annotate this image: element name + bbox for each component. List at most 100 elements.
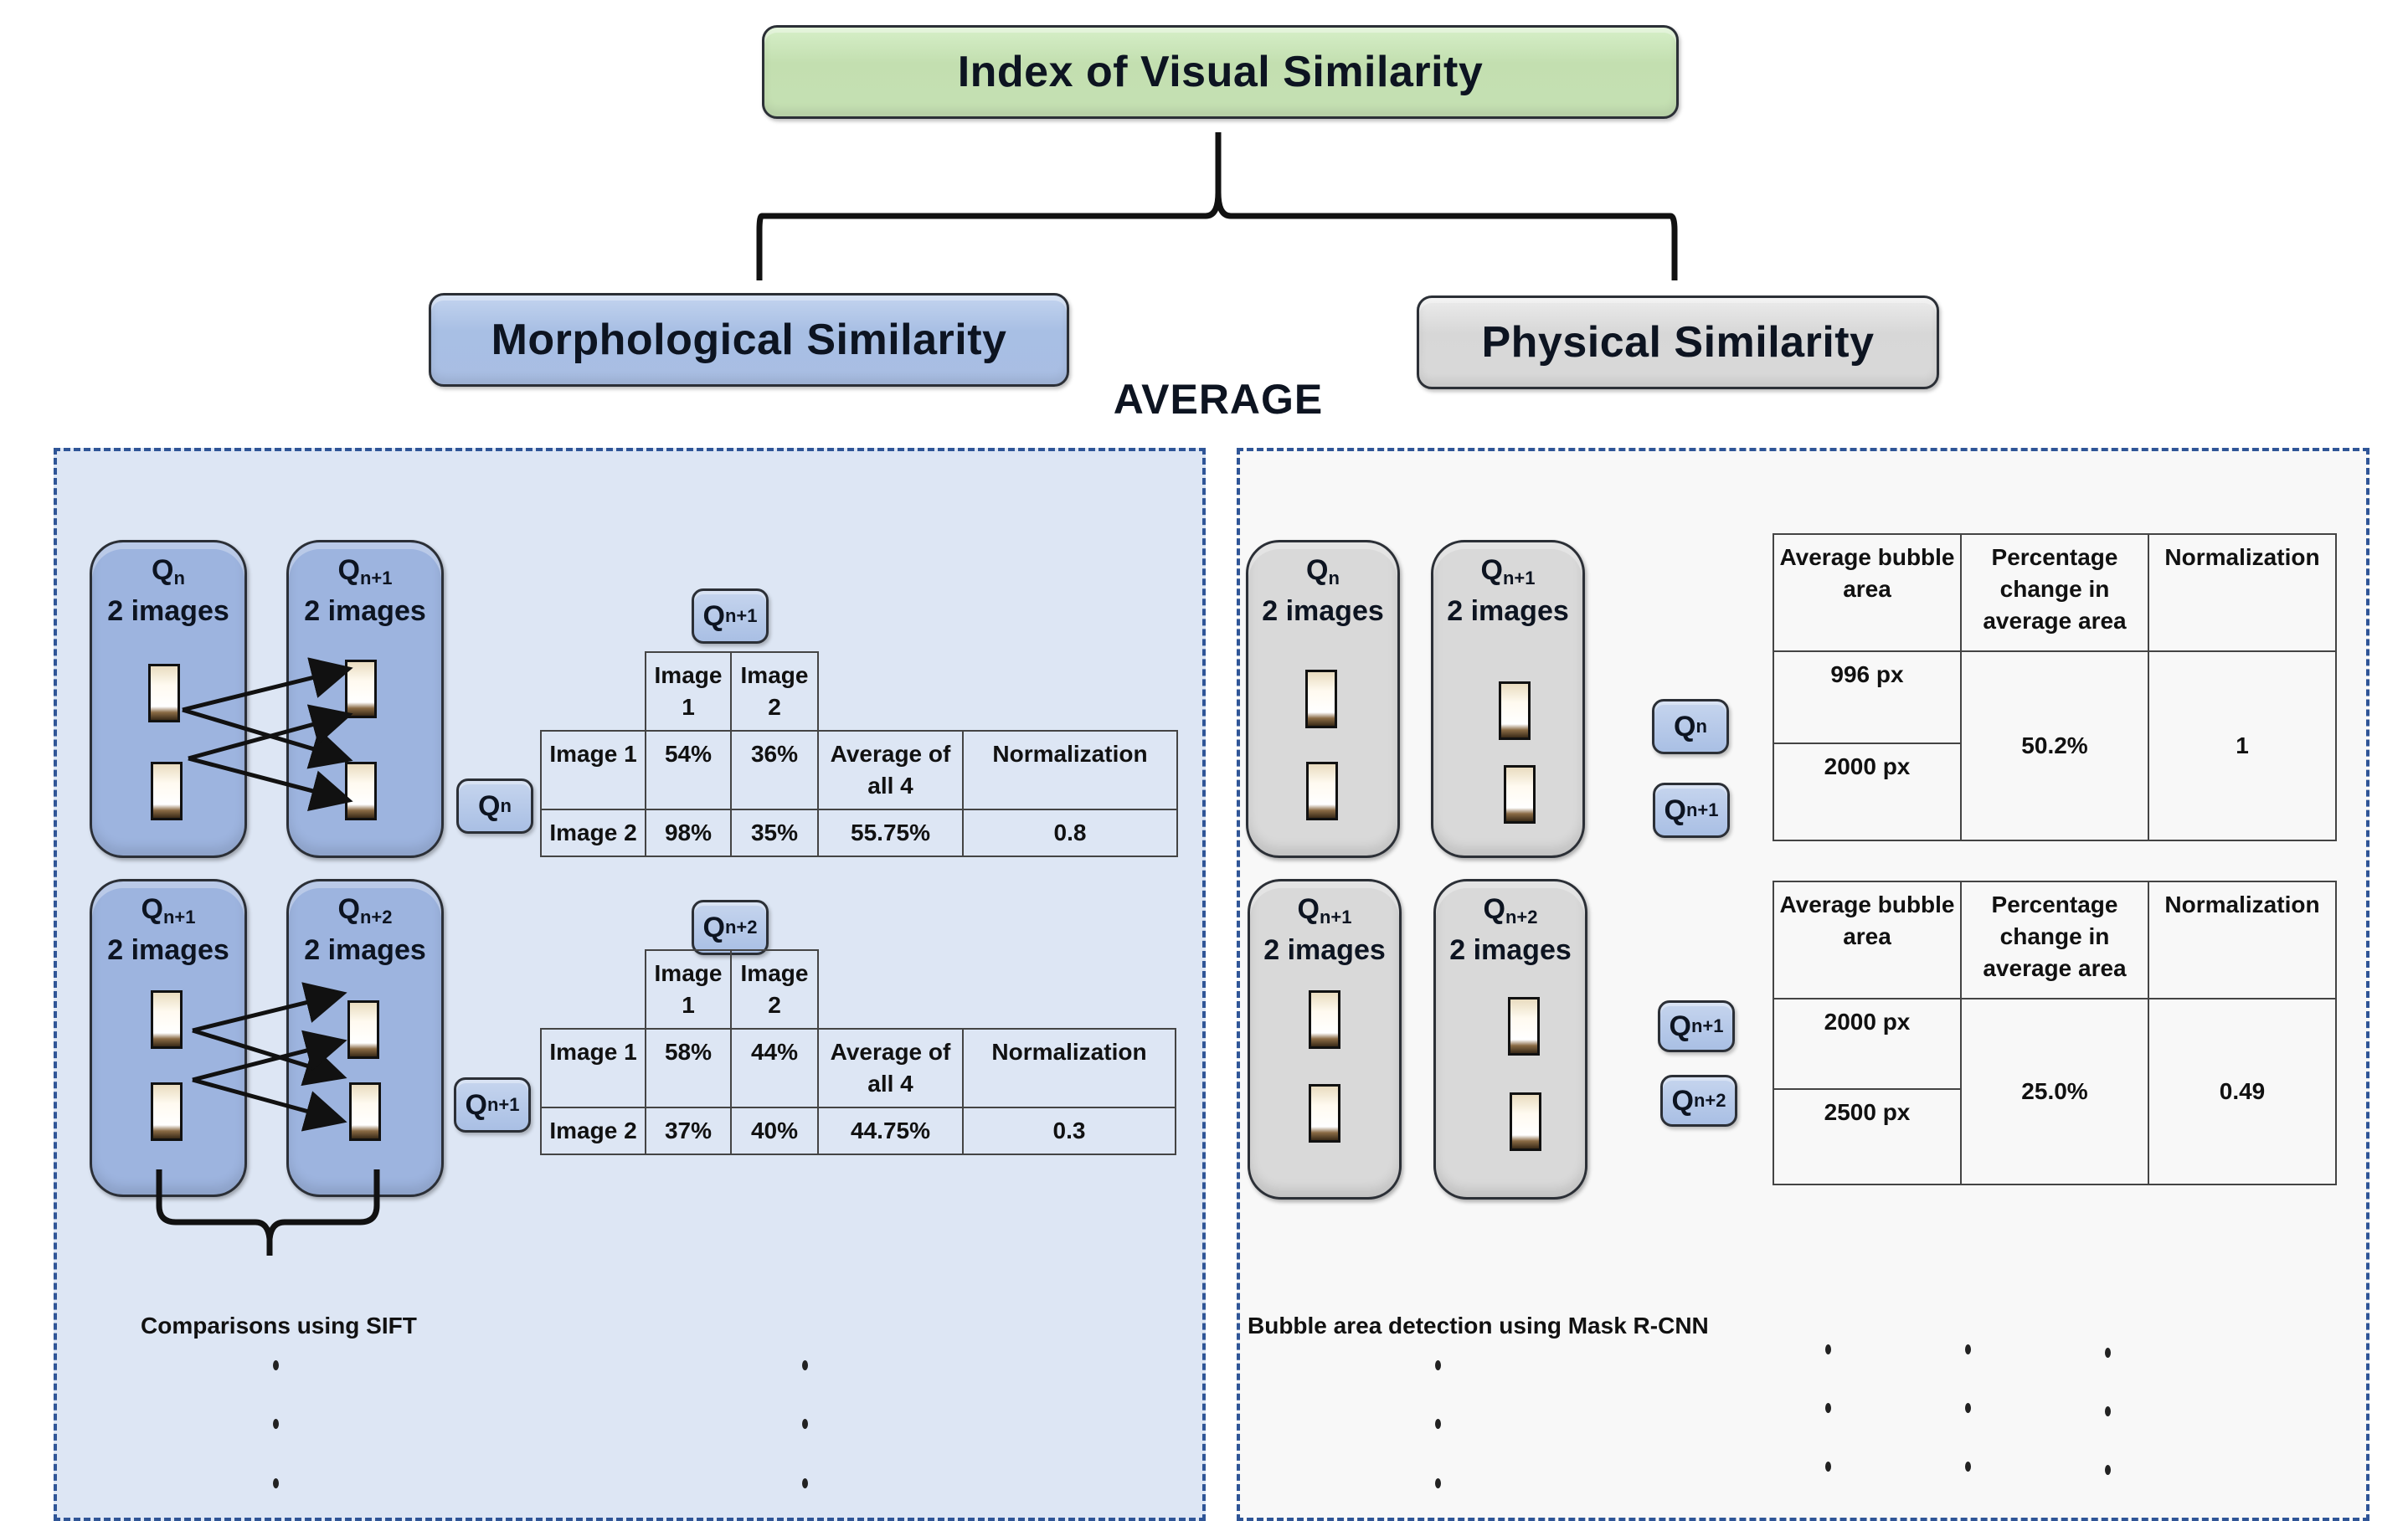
morphological-label: Morphological Similarity	[491, 316, 1007, 364]
cell: 58%	[645, 1028, 732, 1108]
arrow	[188, 704, 353, 761]
cell: 54%	[645, 730, 732, 810]
avg-area-header: Average bubble area	[1773, 881, 1962, 999]
bubble-image-thumbnail	[1504, 765, 1536, 824]
normalization-header: Normalization	[2148, 533, 2337, 652]
arrow	[192, 1030, 347, 1082]
area-value: 2000 px	[1773, 743, 1962, 841]
ellipsis-dot	[1965, 1462, 1971, 1472]
ellipsis-dot	[802, 1360, 808, 1370]
image-group-qn1: Qn+1 2 images	[1431, 540, 1585, 858]
image-group-qn: Qn 2 images	[1246, 540, 1400, 858]
average-label: AVERAGE	[1113, 376, 1324, 423]
morphological-similarity-box: Morphological Similarity	[429, 293, 1069, 387]
bubble-image-thumbnail	[347, 1000, 379, 1059]
ellipsis-dot	[802, 1478, 808, 1488]
avg-area-header: Average bubble area	[1773, 533, 1962, 652]
bubble-image-thumbnail	[1309, 990, 1340, 1049]
cell: 98%	[645, 809, 732, 857]
ellipsis-dot	[802, 1419, 808, 1429]
group-count: 2 images	[107, 595, 229, 627]
group-label: Qn+2	[337, 893, 393, 928]
normalization-value: 1	[2148, 650, 2337, 841]
arrow	[192, 1028, 347, 1087]
normalization-value: 0.3	[962, 1107, 1176, 1155]
group-count: 2 images	[1447, 595, 1569, 627]
image-group-qn1: Qn+1 2 images	[1248, 879, 1402, 1200]
cell: 35%	[730, 809, 819, 857]
average-header: Average of all 4	[817, 1028, 964, 1108]
bubble-image-thumbnail	[1309, 1084, 1340, 1143]
area-value: 2500 px	[1773, 1088, 1962, 1185]
col-header: Image 1	[645, 651, 732, 732]
group-count: 2 images	[1262, 595, 1384, 627]
normalization-header: Normalization	[962, 730, 1178, 810]
ellipsis-dot	[273, 1478, 279, 1488]
arrow	[182, 707, 353, 769]
group-label: Qn+2	[1483, 893, 1538, 928]
pct-change-header: Percentage change in average area	[1960, 533, 2149, 652]
area-value: 996 px	[1773, 650, 1962, 744]
sift-brace	[156, 1169, 380, 1256]
ellipsis-dot	[1435, 1478, 1441, 1488]
arrow	[182, 657, 353, 712]
pct-change-value: 25.0%	[1960, 998, 2149, 1185]
physical-similarity-box: Physical Similarity	[1417, 295, 1939, 389]
bubble-image-thumbnail	[1510, 1092, 1541, 1151]
sift-table-2: Image 1 Image 2 Image 1 58% 44% Average …	[540, 949, 1176, 1155]
average-value: 44.75%	[817, 1107, 964, 1155]
group-label: Qn	[1306, 554, 1340, 588]
bubble-image-thumbnail	[1508, 997, 1540, 1056]
cell: 40%	[730, 1107, 819, 1155]
group-label: Qn+1	[141, 893, 196, 928]
group-count: 2 images	[304, 934, 426, 966]
group-count: 2 images	[1263, 934, 1386, 966]
image-group-qn: Qn 2 images	[90, 540, 247, 858]
sift-caption: Comparisons using SIFT	[141, 1313, 417, 1339]
pct-change-value: 50.2%	[1960, 650, 2149, 841]
group-label: Qn+1	[1480, 554, 1536, 588]
average-header: Average of all 4	[817, 730, 964, 810]
col-header: Image 2	[730, 949, 819, 1030]
group-count: 2 images	[304, 595, 426, 627]
bubble-image-thumbnail	[1306, 762, 1338, 820]
ellipsis-dot	[2105, 1348, 2111, 1358]
cell: 36%	[730, 730, 819, 810]
bubble-area-table-1: Average bubble area Percentage change in…	[1773, 533, 2337, 841]
area-value: 2000 px	[1773, 998, 1962, 1090]
ellipsis-dot	[1435, 1360, 1441, 1370]
ellipsis-dot	[2105, 1465, 2111, 1475]
bubble-image-thumbnail	[151, 990, 183, 1049]
col-header: Image 2	[730, 651, 819, 732]
bubble-image-thumbnail	[151, 762, 183, 820]
ellipsis-dot	[273, 1419, 279, 1429]
group-label: Qn+1	[337, 554, 393, 588]
row-header: Image 1	[540, 730, 646, 810]
row-header: Image 2	[540, 809, 646, 857]
bubble-area-table-2: Average bubble area Percentage change in…	[1773, 881, 2337, 1185]
normalization-value: 0.8	[962, 809, 1178, 857]
cell: 37%	[645, 1107, 732, 1155]
bubble-image-thumbnail	[148, 664, 180, 722]
physical-label: Physical Similarity	[1481, 318, 1875, 367]
group-label: Qn	[152, 554, 185, 588]
mask-rcnn-caption: Bubble area detection using Mask R-CNN	[1248, 1313, 1709, 1339]
ellipsis-dot	[273, 1360, 279, 1370]
arrow	[188, 756, 353, 812]
normalization-value: 0.49	[2148, 998, 2337, 1185]
arrow	[192, 982, 347, 1033]
group-count: 2 images	[1449, 934, 1572, 966]
image-group-qn2: Qn+2 2 images	[1433, 879, 1587, 1200]
cell: 44%	[730, 1028, 819, 1108]
average-value: 55.75%	[817, 809, 964, 857]
pct-change-header: Percentage change in average area	[1960, 881, 2149, 999]
ellipsis-dot	[1825, 1344, 1831, 1354]
ellipsis-dot	[1965, 1344, 1971, 1354]
